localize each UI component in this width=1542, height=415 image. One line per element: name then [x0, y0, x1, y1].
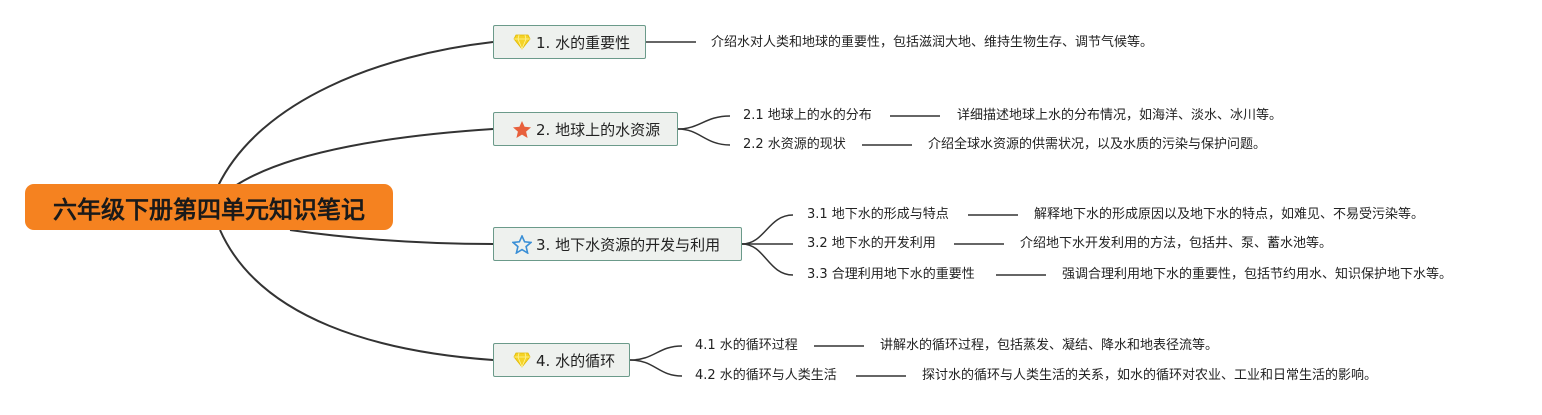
subtopic-2-2[interactable]: 2.2 水资源的现状 [743, 137, 846, 152]
branch-label-3: 3. 地下水资源的开发与利用 [536, 235, 721, 254]
note-3-3: 强调合理利用地下水的重要性，包括节约用水、知识保护地下水等。 [1062, 267, 1453, 282]
star-filled-icon [512, 119, 532, 139]
note-4-2: 探讨水的循环与人类生活的关系，如水的循环对农业、工业和日常生活的影响。 [922, 368, 1378, 383]
subtopic-3-3[interactable]: 3.3 合理利用地下水的重要性 [807, 267, 975, 282]
subtopic-2-1[interactable]: 2.1 地球上的水的分布 [743, 108, 872, 123]
subtopic-4-2[interactable]: 4.2 水的循环与人类生活 [695, 368, 837, 383]
connector-root-b1 [217, 41, 494, 187]
subtopic-3-2[interactable]: 3.2 地下水的开发利用 [807, 236, 936, 251]
branch-label-1: 1. 水的重要性 [536, 33, 631, 52]
root-topic[interactable]: 六年级下册第四单元知识笔记 [25, 184, 393, 230]
branch-label-2: 2. 地球上的水资源 [536, 120, 661, 139]
connector-root-b3 [289, 229, 494, 245]
branch-topic-1[interactable]: 1. 水的重要性 [493, 25, 646, 59]
connector-root-b4 [219, 229, 494, 361]
note-4-1: 讲解水的循环过程，包括蒸发、凝结、降水和地表径流等。 [880, 338, 1219, 353]
branch-topic-4[interactable]: 4. 水的循环 [493, 343, 630, 377]
subtopic-4-1[interactable]: 4.1 水的循环过程 [695, 338, 798, 353]
connector-root-b2 [234, 128, 494, 187]
note-2-1: 详细描述地球上水的分布情况，如海洋、淡水、冰川等。 [957, 108, 1283, 123]
branch-label-4: 4. 水的循环 [536, 351, 616, 370]
branch-topic-2[interactable]: 2. 地球上的水资源 [493, 112, 678, 146]
subtopic-3-1[interactable]: 3.1 地下水的形成与特点 [807, 207, 949, 222]
root-title: 六年级下册第四单元知识笔记 [53, 195, 365, 224]
diamond-icon [512, 32, 532, 52]
star-outline-icon [512, 234, 532, 254]
diamond-icon [512, 350, 532, 370]
branch-topic-3[interactable]: 3. 地下水资源的开发与利用 [493, 227, 742, 261]
note-2-2: 介绍全球水资源的供需状况，以及水质的污染与保护问题。 [928, 137, 1267, 152]
note-1: 介绍水对人类和地球的重要性，包括滋润大地、维持生物生存、调节气候等。 [711, 35, 1154, 50]
note-3-2: 介绍地下水开发利用的方法，包括井、泵、蓄水池等。 [1020, 236, 1333, 251]
note-3-1: 解释地下水的形成原因以及地下水的特点，如难见、不易受污染等。 [1034, 207, 1425, 222]
